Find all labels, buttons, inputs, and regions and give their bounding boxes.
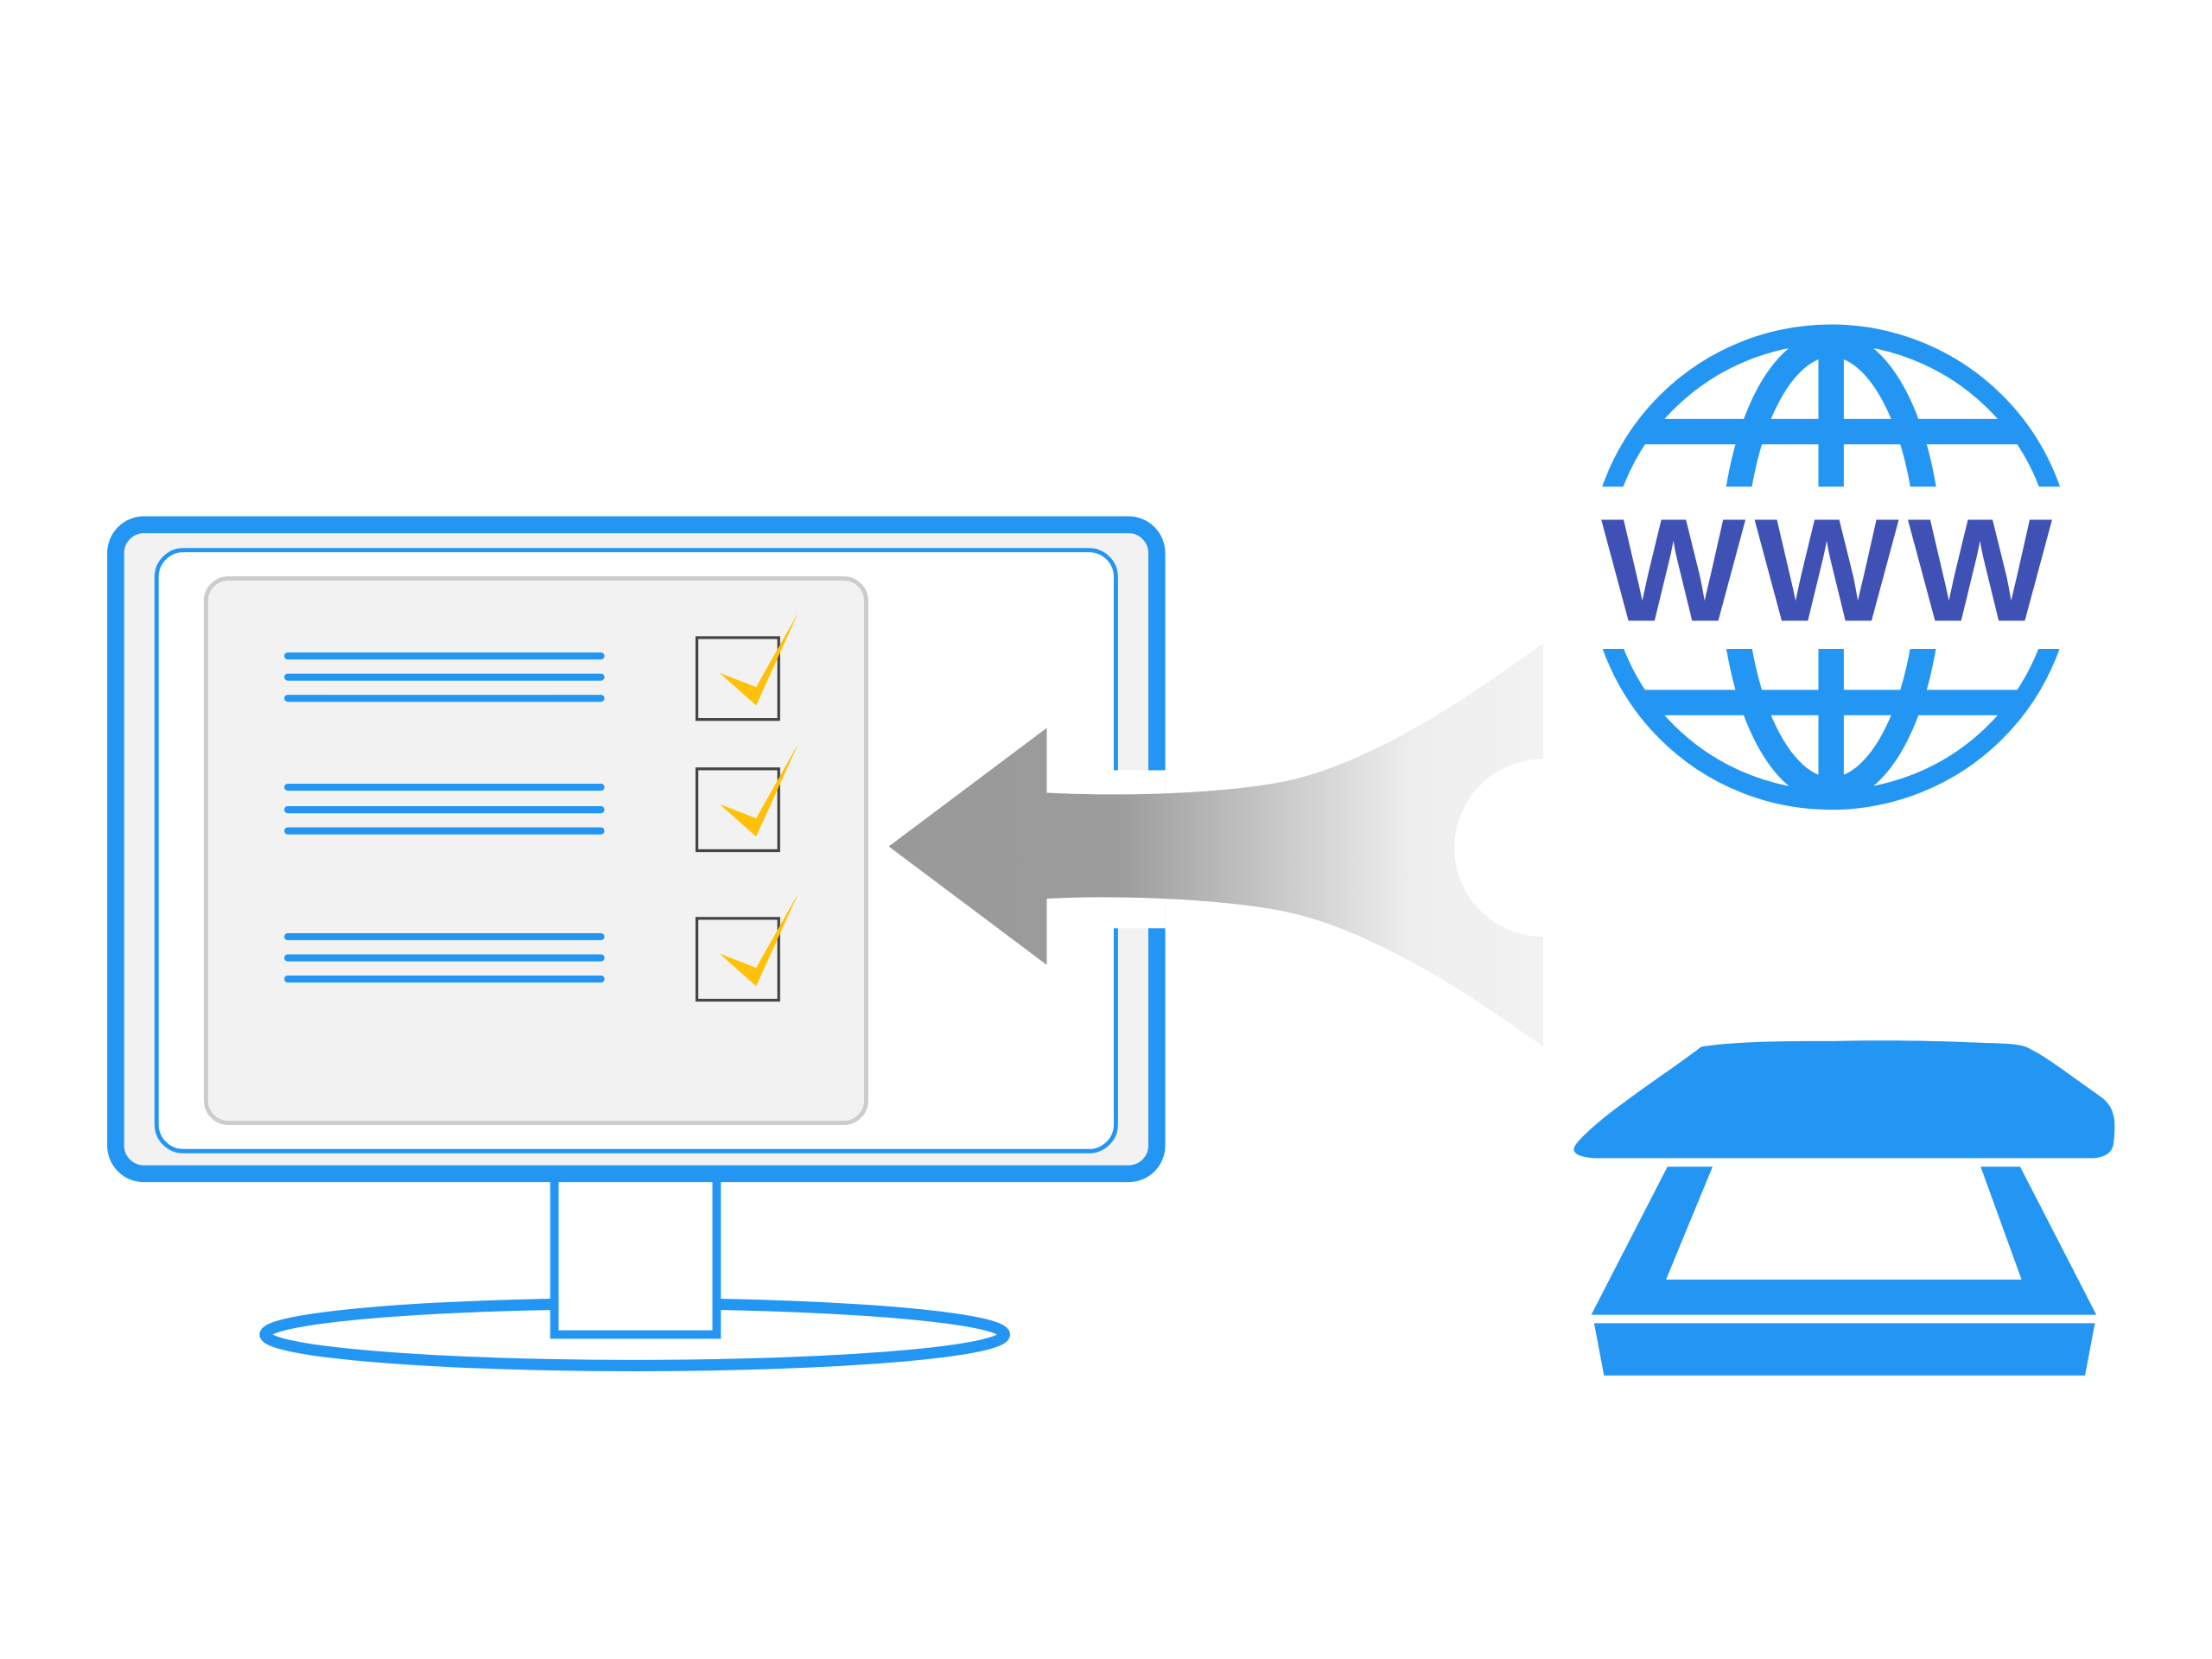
checkbox-2	[695, 743, 799, 853]
scanner-base	[1593, 1323, 2095, 1376]
monitor	[107, 516, 1166, 1371]
scanner-body	[1591, 1166, 2097, 1315]
arrow-icon	[888, 643, 1544, 1047]
checkbox-3	[695, 893, 799, 1002]
checklist-panel	[203, 575, 868, 1126]
scanner-lid	[1573, 1040, 2115, 1159]
scanner-icon	[1573, 1040, 2115, 1376]
checkmark-icon	[719, 612, 799, 706]
monitor-neck	[550, 1169, 721, 1339]
checkbox-1	[695, 612, 799, 721]
globe-icon: WWW	[1597, 324, 2066, 810]
www-label: WWW	[1601, 487, 2061, 652]
checkmark-icon	[719, 743, 799, 837]
checkmark-icon	[719, 893, 799, 987]
checklist	[283, 652, 605, 983]
